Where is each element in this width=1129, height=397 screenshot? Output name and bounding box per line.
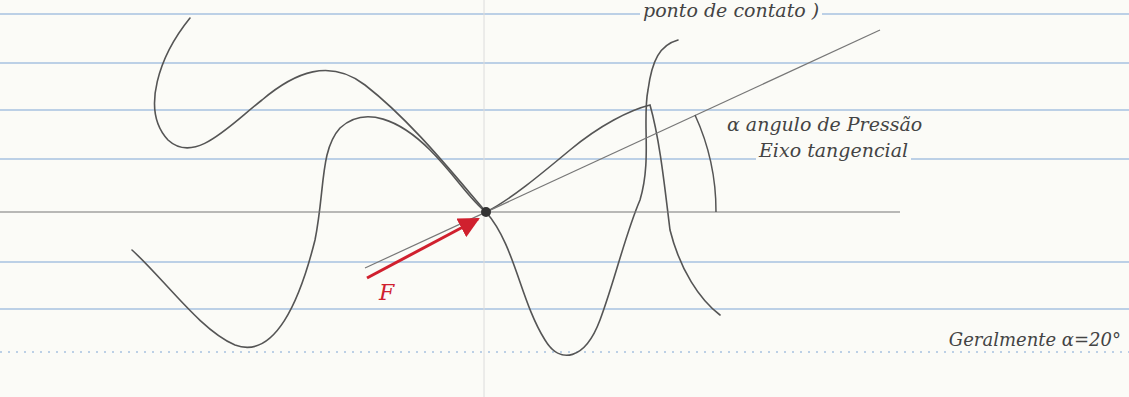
tangent-axis [0,211,900,212]
note-label: ponto de contato ) [640,0,822,22]
note-label: Geralmente α=20° [946,330,1124,351]
note-label: α angulo de Pressão [724,114,925,136]
force-label: F [376,280,397,305]
center-line [484,0,485,397]
pressure-angle-arc [695,115,716,212]
force-arrow [367,219,478,278]
contact-point [481,207,491,217]
notebook-rules [0,14,1129,352]
note-label: Eixo tangencial [756,140,911,162]
gear-teeth [132,18,720,355]
